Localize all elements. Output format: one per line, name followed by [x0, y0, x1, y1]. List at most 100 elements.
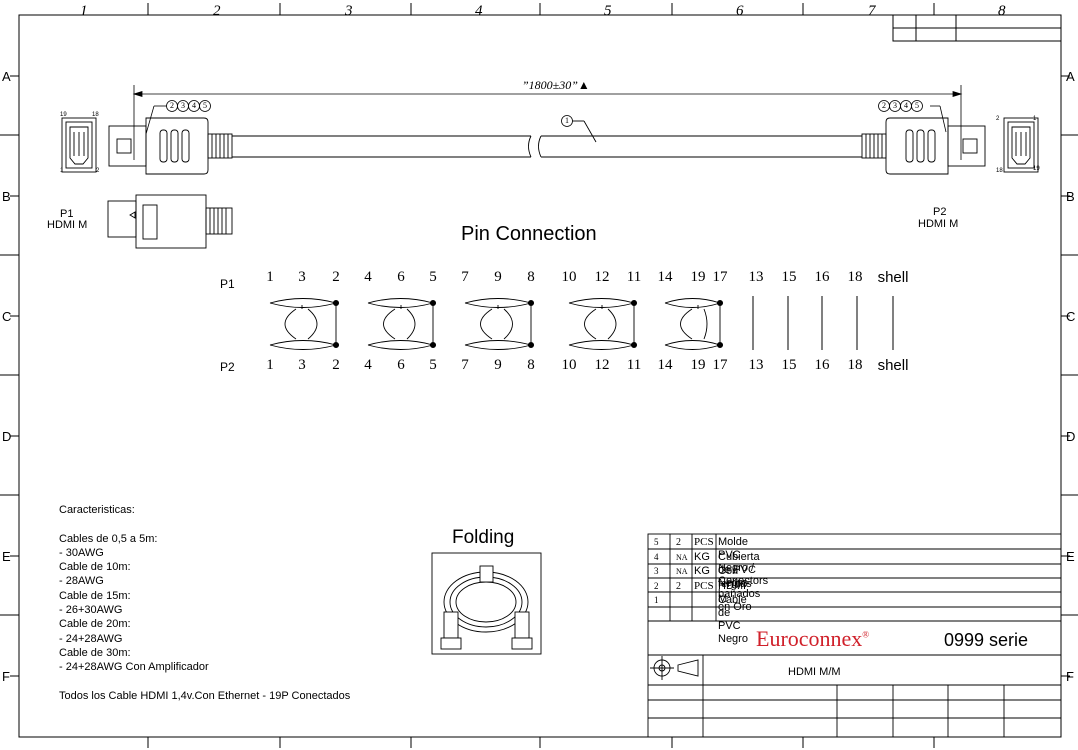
wire-path	[464, 298, 532, 304]
pin-number: 5	[429, 269, 437, 285]
bom-qty: NA	[676, 552, 688, 562]
wire-path	[568, 298, 635, 304]
callout-left-2: 2	[170, 101, 174, 110]
wire-path	[269, 302, 337, 308]
callout-left-5: 5	[203, 101, 207, 110]
brand-logo: Euroconnex®	[756, 628, 869, 650]
bom-unit: PCS	[694, 536, 714, 548]
bom-unit: PCS	[694, 579, 714, 592]
pin-number: 14	[657, 269, 673, 285]
face-pin-right-2: 2	[996, 116, 1000, 122]
pin-number: 7	[461, 357, 469, 373]
bom-grid	[647, 533, 1062, 738]
grid-ticks	[0, 3, 1078, 748]
callout-right-4: 4	[904, 101, 908, 110]
wire-path	[269, 298, 337, 304]
callout-right-2: 2	[882, 101, 886, 110]
face-pin-left-2: 2	[96, 168, 100, 174]
wire-path	[703, 308, 708, 340]
bom-item: 1	[654, 595, 659, 605]
drain-dot	[527, 299, 535, 307]
p1-sub-label: HDMI M	[47, 219, 88, 231]
bom-desc: Cable de PVC Negro	[718, 594, 748, 645]
pin-row-p1-label: P1	[220, 277, 235, 291]
twisted-pair-wiring	[269, 298, 724, 350]
wire-path	[568, 340, 635, 346]
pin-number: 10	[561, 357, 577, 373]
grid-row-f-right: F	[1066, 669, 1074, 684]
p1-label: P1	[60, 208, 74, 220]
pin-number: 16	[814, 269, 830, 285]
pin-number: 4	[364, 269, 372, 285]
bom-item: 4	[654, 551, 659, 562]
pin-number: 11	[626, 269, 642, 285]
wire-path	[664, 298, 721, 304]
wire-path	[584, 308, 597, 340]
grid-row-c: C	[2, 309, 12, 324]
left-plug	[108, 117, 233, 175]
drain-dot	[630, 341, 638, 349]
specs-footer: Todos los Cable HDMI 1,4v.Con Ethernet -…	[59, 689, 351, 702]
wire-path	[503, 308, 513, 340]
grid-col-2: 2	[213, 3, 221, 19]
callout-circles	[166, 100, 923, 127]
bom-unit: KG	[694, 550, 710, 563]
wire-path	[680, 308, 693, 340]
projection-symbol-icon	[650, 656, 699, 680]
pin-number: shell	[877, 357, 909, 374]
bom-unit: KG	[694, 565, 710, 577]
wire-path	[284, 308, 297, 340]
wire-path	[664, 340, 721, 346]
face-pin-left-18: 18	[92, 112, 99, 118]
face-pin-right-1: 1	[1033, 116, 1037, 122]
wire-path	[664, 302, 721, 308]
pin-number: 13	[748, 357, 764, 373]
spec-line: - 30AWG	[59, 546, 104, 559]
spec-line: - 26+30AWG	[59, 604, 123, 617]
wire-path	[464, 340, 532, 346]
pin-number: 17	[712, 269, 728, 285]
pin-number: 9	[494, 357, 502, 373]
wire-path	[406, 308, 416, 340]
pin-number: 19	[690, 269, 706, 285]
bom-qty: NA	[676, 567, 688, 576]
spec-line: Cable de 15m:	[59, 589, 131, 602]
grid-row-f: F	[2, 669, 10, 684]
face-pin-left-19: 19	[60, 112, 67, 118]
spec-line: Cable de 30m:	[59, 646, 131, 659]
callout-right-3: 3	[893, 101, 897, 110]
grid-row-e: E	[2, 549, 11, 564]
pin-number: 8	[527, 269, 535, 285]
pin-number: 10	[561, 269, 577, 285]
grid-col-4: 4	[475, 3, 483, 19]
callout-leaders	[145, 105, 947, 135]
bom-desc: Con ferritas	[718, 565, 752, 590]
revision-box	[892, 14, 1062, 42]
pin-number: 13	[748, 269, 764, 285]
grid-row-d-right: D	[1066, 429, 1076, 444]
pin-number: 6	[397, 357, 405, 373]
pin-number: 14	[657, 357, 673, 373]
pin-number: shell	[877, 269, 909, 286]
bom-item: 5	[654, 537, 659, 547]
spec-line: Cable de 10m:	[59, 561, 131, 574]
wire-path	[480, 308, 493, 340]
drain-dot	[332, 341, 340, 349]
wire-path	[367, 340, 434, 346]
p1-side-view	[107, 194, 233, 249]
drain-dot	[716, 341, 724, 349]
wire-path	[383, 308, 396, 340]
pin-number: 7	[461, 269, 469, 285]
pin-number: 2	[332, 269, 340, 285]
grid-col-6: 6	[736, 3, 744, 19]
wire-path	[607, 308, 617, 340]
pin-number: 1	[266, 269, 274, 285]
pin-number: 8	[527, 357, 535, 373]
drain-dot	[429, 341, 437, 349]
pin-number: 12	[594, 269, 610, 285]
folding-illustration	[431, 552, 542, 655]
callout-cable-1: 1	[565, 116, 569, 125]
part-name: HDMI M/M	[788, 666, 841, 678]
pin-number: 16	[814, 357, 830, 373]
specifications: Caracteristicas: Cables de 0,5 a 5m: - 3…	[59, 503, 350, 703]
